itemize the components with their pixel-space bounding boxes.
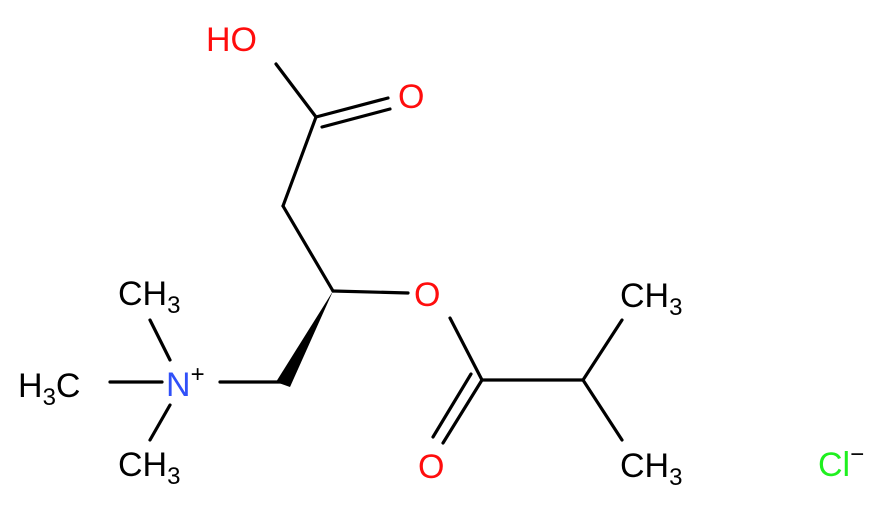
- ester-oxygen-label: O: [414, 276, 440, 314]
- methyl-top-right-label: CH3: [620, 277, 682, 321]
- methyl-bottom-right-label: CH3: [620, 447, 682, 491]
- chloride-label: Cl−: [818, 441, 864, 484]
- bond-n-ch3-top: [148, 318, 172, 362]
- ester-carbonyl-oxygen-label: O: [418, 448, 444, 486]
- bond-ch2-chiral: [281, 204, 335, 293]
- bond-c-o-double-a: [314, 96, 390, 119]
- bond-ch-ch3-bottom: [581, 378, 624, 442]
- methyl-n-top-label: CH3: [118, 275, 180, 319]
- bond-carbonyl-double-a: [441, 378, 484, 445]
- hydroxyl-label: HO: [206, 21, 257, 59]
- bond-ester-o-carbonyl: [448, 316, 484, 382]
- methyl-n-left-label: H3C: [18, 367, 80, 411]
- nitrogen-label: N+: [166, 361, 205, 404]
- bond-chiral-ester-o: [331, 289, 410, 295]
- bond-n-ch3-bottom: [148, 403, 172, 442]
- bond-oh-c: [274, 62, 318, 119]
- bond-carbonyl-double-b: [431, 372, 473, 439]
- acid-carbonyl-oxygen-label: O: [398, 78, 424, 116]
- bond-ch-ch3-top: [581, 318, 624, 382]
- bond-carboxyl-ch2: [281, 115, 318, 208]
- bond-c-o-double-b: [320, 107, 392, 129]
- methyl-n-bottom-label: CH3: [118, 446, 180, 490]
- wedge-bond: [276, 291, 333, 387]
